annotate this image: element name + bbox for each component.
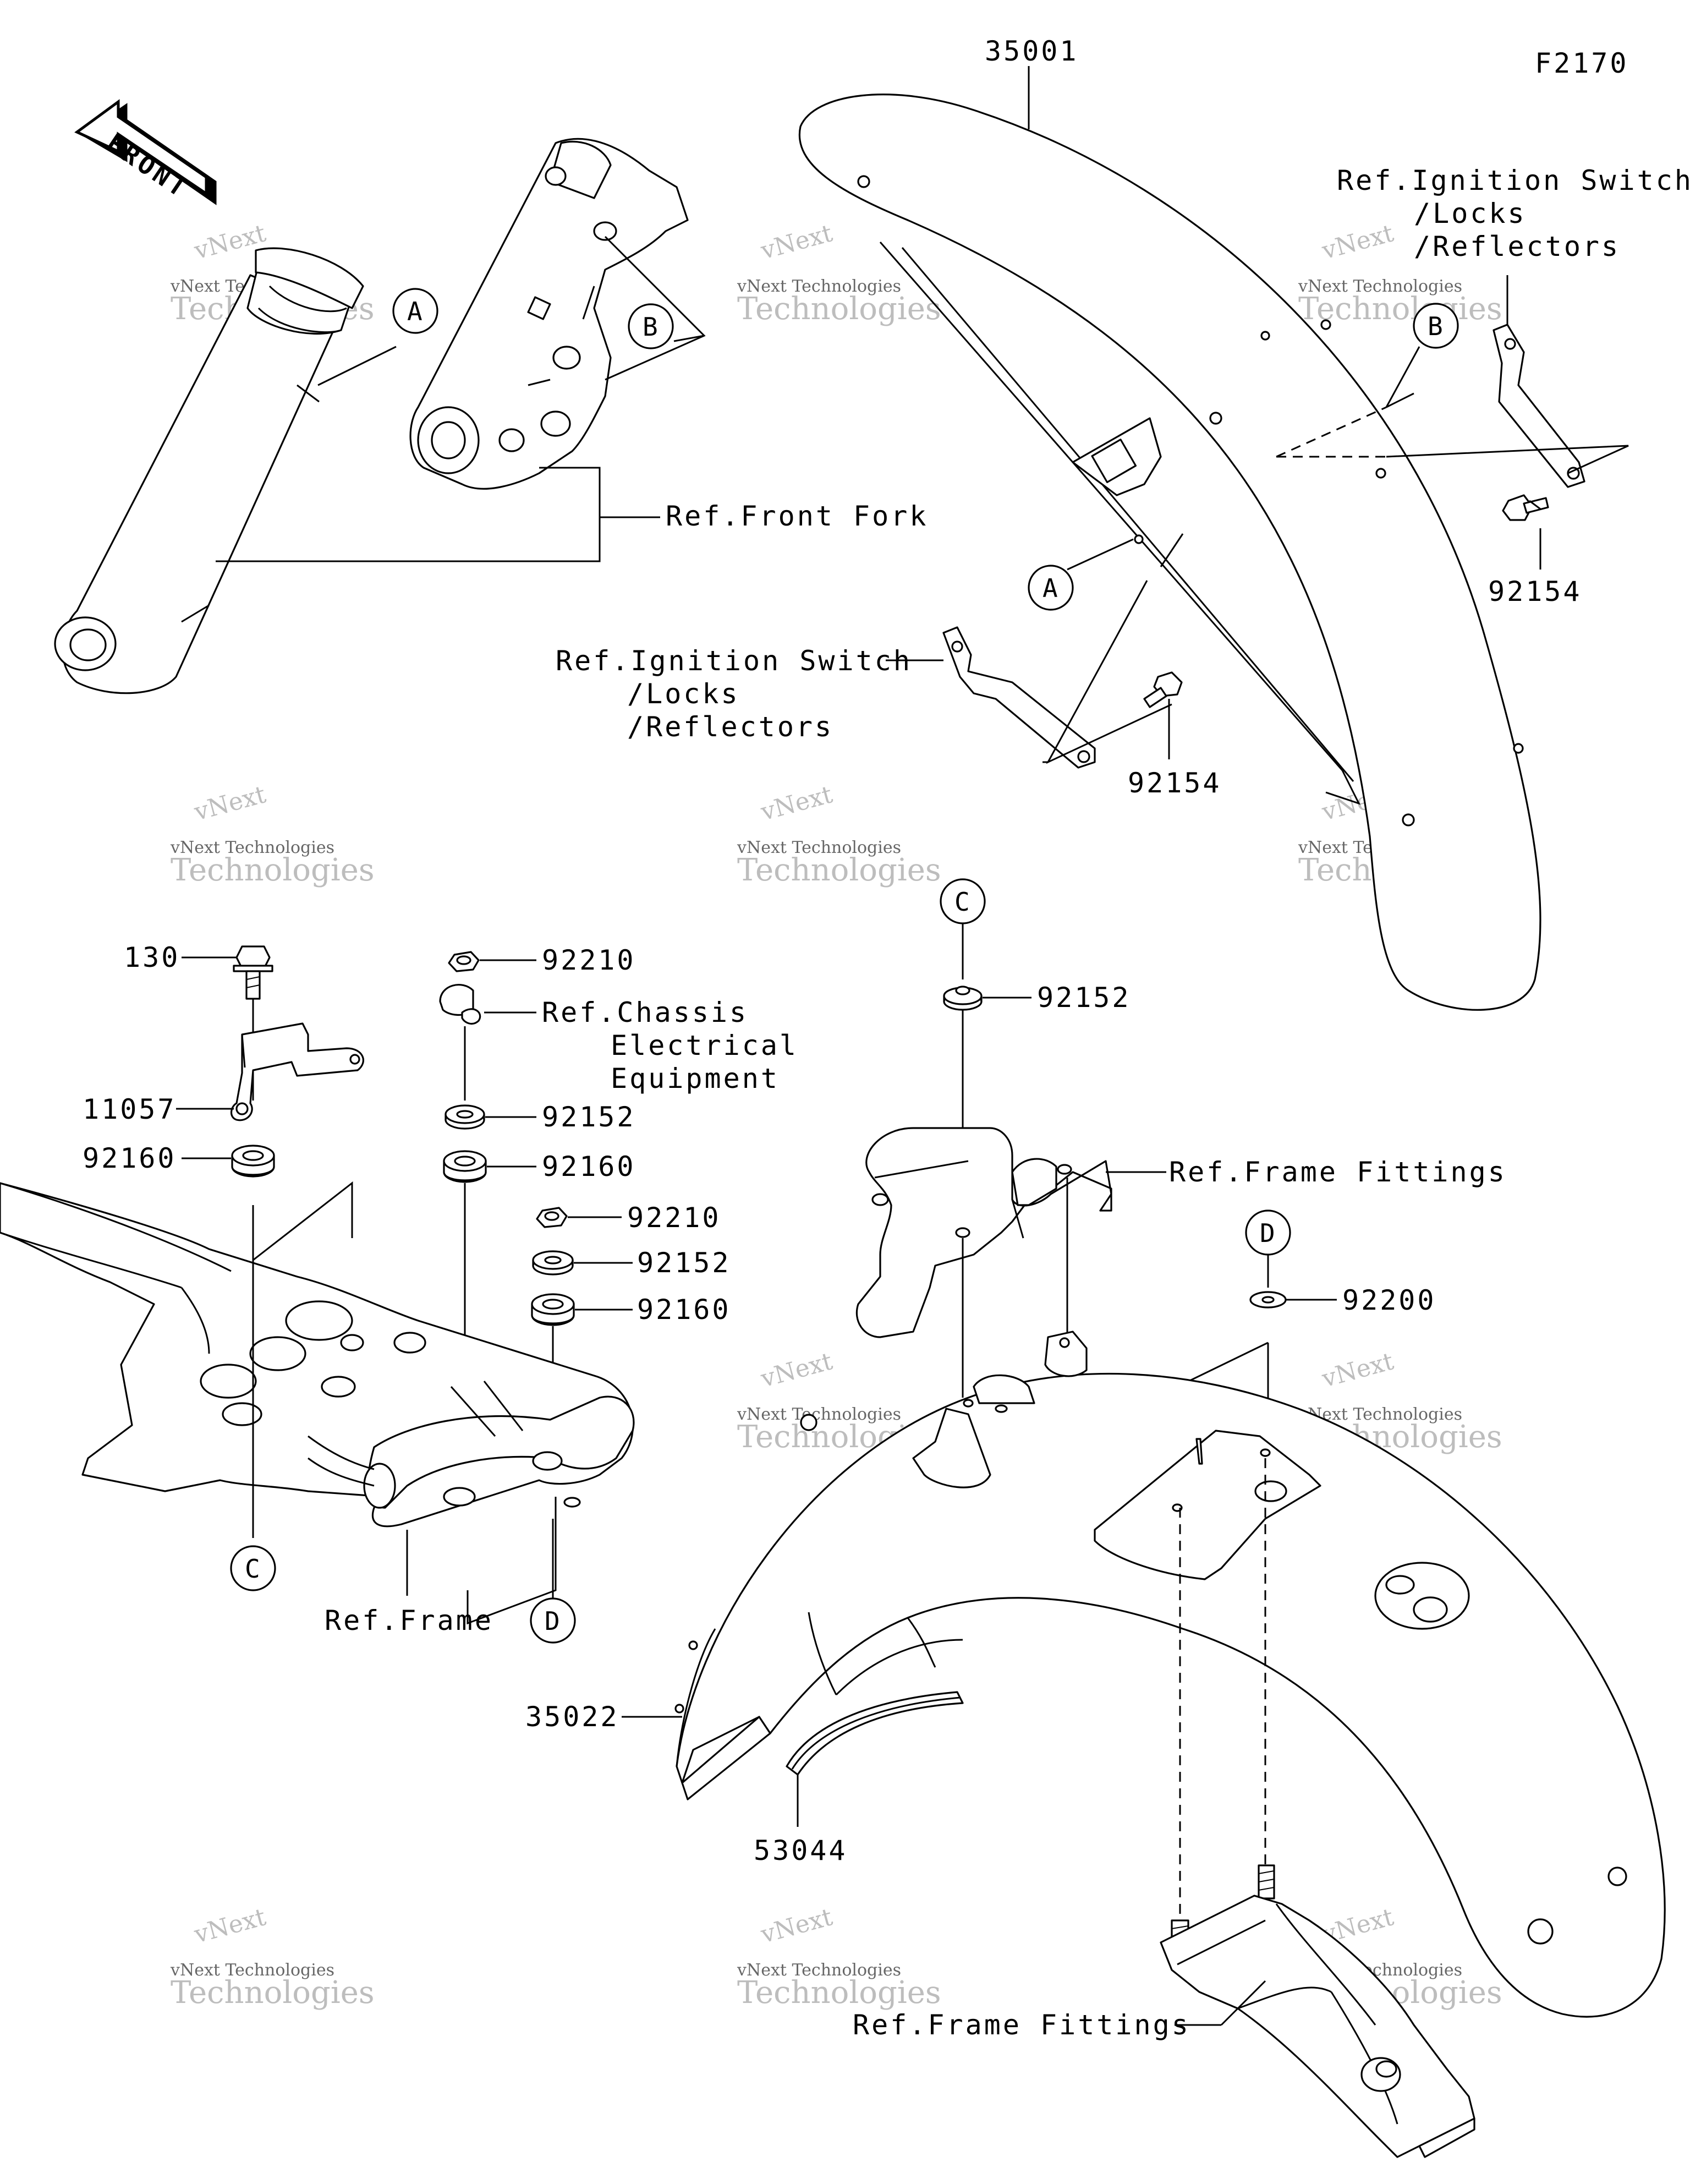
svg-text:B: B (1428, 311, 1443, 341)
svg-text:vNext Technologies: vNext Technologies (1298, 277, 1462, 296)
front-fork-bracket (409, 138, 689, 490)
ref-frame: Ref.Frame (325, 1605, 493, 1636)
svg-text:vNext: vNext (758, 1903, 836, 1949)
callout-b (628, 303, 674, 349)
ignition-bracket-mid (942, 626, 1096, 769)
ref-ign-mid-3: /Reflectors (627, 711, 833, 743)
ref-front-fork: Ref.Front Fork (666, 500, 928, 532)
svg-text:C: C (245, 1554, 260, 1584)
bracket-11057 (231, 1022, 364, 1121)
svg-text:Technologies: Technologies (737, 852, 941, 888)
washer-92152-a (445, 1104, 485, 1130)
grommet-92160-b (443, 1150, 487, 1183)
washer-92152-c (943, 986, 983, 1011)
frame-fitting-bracket-top (855, 1127, 1112, 1338)
part-92200: 92200 (1342, 1284, 1436, 1316)
svg-text:Technologies: Technologies (171, 852, 375, 888)
ref-ign-mid-2: /Locks (627, 678, 740, 710)
svg-text:B: B (643, 312, 658, 342)
bolt-92154-top (1502, 494, 1549, 521)
nut-92210-b (536, 1207, 568, 1228)
svg-text:A: A (407, 297, 422, 326)
front-direction-arrow: FRONT (74, 99, 217, 205)
ref-chassis-2: Electrical (611, 1030, 798, 1061)
svg-text:vNext: vNext (191, 1903, 269, 1949)
ignition-bracket-top (1493, 324, 1585, 488)
part-92210-a: 92210 (542, 944, 636, 976)
svg-text:vNext Technologies: vNext Technologies (170, 838, 334, 857)
ref-chassis-1: Ref.Chassis (542, 997, 748, 1028)
svg-text:Technologies: Technologies (737, 291, 941, 327)
ref-frame-fittings-top: Ref.Frame Fittings (1169, 1156, 1507, 1188)
front-fender-35001 (798, 66, 1541, 1011)
part-92160-a: 92160 (83, 1142, 177, 1174)
ref-ign-top-1: Ref.Ignition Switch (1337, 165, 1690, 196)
clip-chassis (439, 984, 481, 1025)
svg-text:vNext: vNext (758, 1347, 836, 1393)
frame (0, 1182, 635, 1528)
svg-text:Technologies: Technologies (171, 1975, 375, 2011)
part-35022: 35022 (525, 1701, 619, 1733)
watermark: vNext vNext Technologies Technologies (737, 1903, 941, 2011)
svg-text:vNext Technologies: vNext Technologies (170, 1961, 334, 1980)
watermark: vNext vNext Technologies Technologies (170, 780, 375, 888)
svg-text:Technologies: Technologies (1298, 291, 1502, 327)
frame-fitting-bracket-bottom (1160, 1895, 1475, 2158)
part-92210-b: 92210 (627, 1202, 721, 1234)
ref-frame-fittings-bottom: Ref.Frame Fittings (853, 2009, 1190, 2041)
ref-ign-top-2: /Locks (1414, 198, 1527, 229)
ref-ign-mid-1: Ref.Ignition Switch (556, 645, 912, 677)
watermark: vNext vNext Technologies Technologies (737, 219, 941, 327)
front-fork-left-leg (54, 247, 364, 694)
svg-text:vNext: vNext (191, 780, 269, 826)
ref-chassis-3: Equipment (611, 1063, 780, 1094)
part-11057: 11057 (83, 1093, 177, 1125)
washer-92200 (1249, 1291, 1287, 1309)
svg-text:vNext Technologies: vNext Technologies (737, 838, 901, 857)
watermark: vNext vNext Technologies Technologies (737, 780, 941, 888)
stud-bolt-right (1258, 1864, 1275, 1900)
callout-a-fender (1028, 565, 1074, 611)
svg-text:D: D (545, 1606, 560, 1636)
part-35001: 35001 (985, 35, 1079, 67)
part-92154-mid: 92154 (1128, 767, 1222, 799)
svg-text:D: D (1260, 1218, 1275, 1248)
seal-53044 (786, 1691, 964, 1776)
callout-a (392, 288, 438, 334)
callout-c (230, 1545, 276, 1591)
part-92152-b: 92152 (637, 1247, 731, 1279)
ref-ign-top-3: /Reflectors (1414, 231, 1620, 262)
svg-text:vNext Technologies: vNext Technologies (737, 1961, 901, 1980)
figure-code: F2170 (1535, 47, 1629, 79)
washer-92152-b (532, 1250, 574, 1276)
nut-92210-a (448, 951, 480, 972)
svg-text:vNext: vNext (1319, 219, 1397, 265)
svg-text:A: A (1042, 573, 1058, 603)
part-53044: 53044 (754, 1835, 848, 1866)
watermark: vNext vNext Technologies Technologies (170, 1903, 375, 2011)
svg-text:vNext Technologies: vNext Technologies (737, 277, 901, 296)
callout-b-fender (1413, 303, 1459, 349)
part-92160-b: 92160 (542, 1151, 636, 1183)
grommet-92160-c (531, 1293, 575, 1326)
part-130: 130 (124, 942, 180, 973)
part-92152-c: 92152 (1037, 982, 1131, 1014)
bolt-130 (233, 945, 273, 1000)
svg-text:vNext Technologies: vNext Technologies (737, 1405, 901, 1424)
part-92152-a: 92152 (542, 1101, 636, 1133)
part-92160-c: 92160 (637, 1294, 731, 1326)
svg-text:vNext: vNext (758, 219, 836, 265)
svg-text:C: C (954, 887, 970, 917)
svg-text:Technologies: Technologies (737, 1975, 941, 2011)
svg-text:vNext: vNext (1319, 1347, 1397, 1393)
svg-text:vNext: vNext (758, 780, 836, 826)
rear-fender-35022 (674, 1331, 1666, 2018)
bolt-92154-mid (1143, 671, 1183, 708)
part-92154-top: 92154 (1488, 576, 1582, 607)
grommet-92160-a (231, 1145, 275, 1178)
